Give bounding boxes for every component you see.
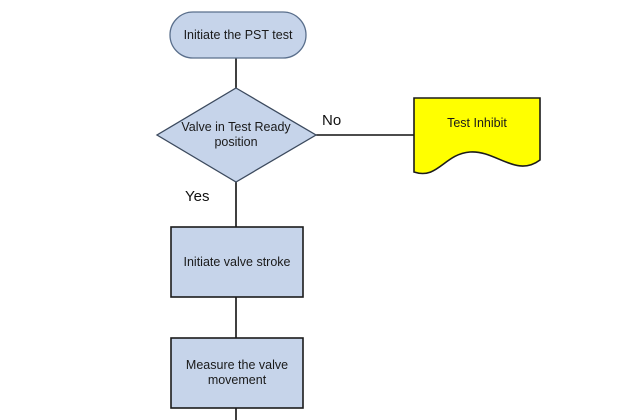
node-decision-shape — [155, 87, 318, 183]
node-stroke-shape — [170, 226, 304, 298]
node-start-shape — [169, 11, 307, 59]
edge-label-yes: Yes — [185, 188, 210, 205]
edge-label-no: No — [322, 112, 342, 129]
node-inhibit-shape — [413, 97, 541, 175]
node-measure-shape — [170, 337, 304, 409]
